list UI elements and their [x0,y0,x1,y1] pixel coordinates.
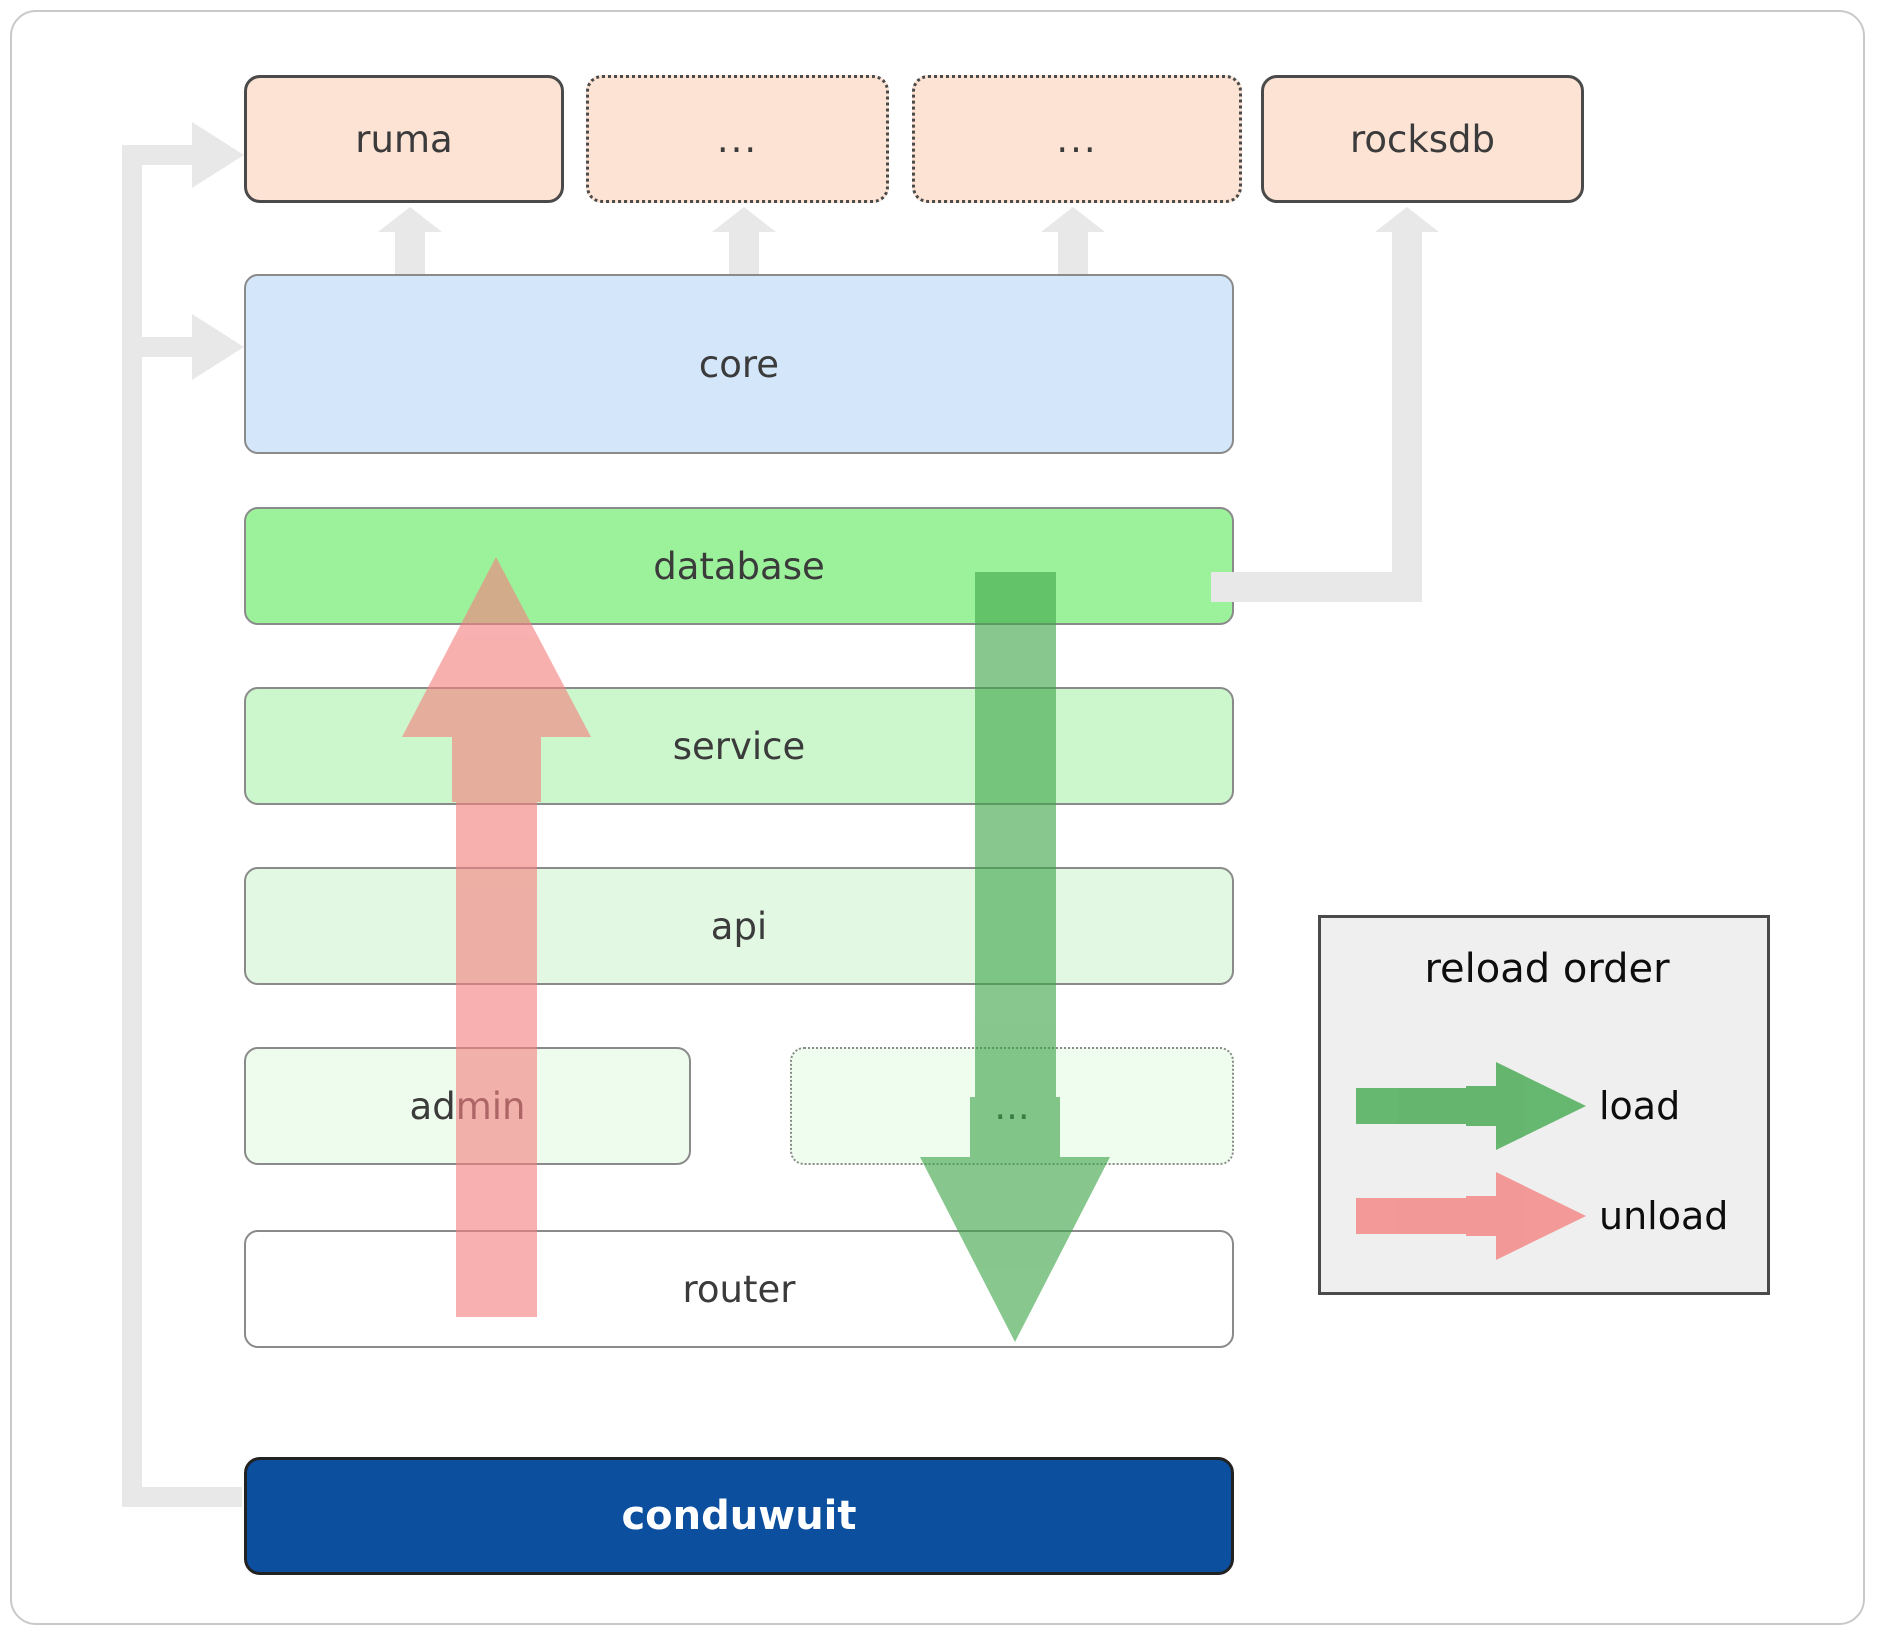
node-dots-2[interactable]: ... [912,75,1242,203]
connector-core-to-dots2 [1041,207,1105,274]
legend-label-unload: unload [1599,1194,1729,1238]
node-dots-3[interactable]: ... [790,1047,1234,1165]
node-rocksdb[interactable]: rocksdb [1261,75,1584,203]
node-admin-label: admin [409,1084,526,1128]
node-database-label: database [653,544,825,588]
legend-item-load: load [1321,1058,1773,1154]
node-service-label: service [672,724,806,768]
legend-panel: reload order load unload [1318,915,1770,1295]
node-ruma[interactable]: ruma [244,75,564,203]
node-core-label: core [698,342,780,386]
connector-arrows-layer [122,122,1439,1507]
diagram-stage: ruma ... ... rocksdb core database servi… [12,12,1863,1623]
connector-core-to-dots1 [712,207,776,274]
node-router[interactable]: router [244,1230,1234,1348]
node-dots-1-label: ... [716,117,759,161]
node-api[interactable]: api [244,867,1234,985]
load-arrow-icon [1356,1062,1586,1150]
connector-conduwuit-to-ruma [122,122,244,1507]
node-dots-1[interactable]: ... [586,75,889,203]
flow-arrows-layer [402,557,1110,1342]
node-rocksdb-label: rocksdb [1349,117,1496,161]
node-admin[interactable]: admin [244,1047,691,1165]
legend-label-load: load [1599,1084,1681,1128]
legend-title: reload order [1424,946,1670,992]
unload-arrow-icon [1356,1172,1586,1260]
node-core[interactable]: core [244,274,1234,454]
node-dots-2-label: ... [1056,117,1098,161]
node-api-label: api [710,904,768,948]
connector-conduwuit-to-core [142,314,244,380]
connector-database-to-rocksdb [1211,207,1439,602]
diagram-card: ruma ... ... rocksdb core database servi… [10,10,1865,1625]
node-service[interactable]: service [244,687,1234,805]
node-conduwuit-label: conduwuit [621,1493,857,1539]
connector-core-to-ruma [378,207,442,274]
node-dots-3-label: ... [994,1084,1030,1128]
node-router-label: router [682,1267,796,1311]
node-database[interactable]: database [244,507,1234,625]
node-ruma-label: ruma [355,117,453,161]
node-conduwuit[interactable]: conduwuit [244,1457,1234,1575]
legend-item-unload: unload [1321,1168,1773,1264]
